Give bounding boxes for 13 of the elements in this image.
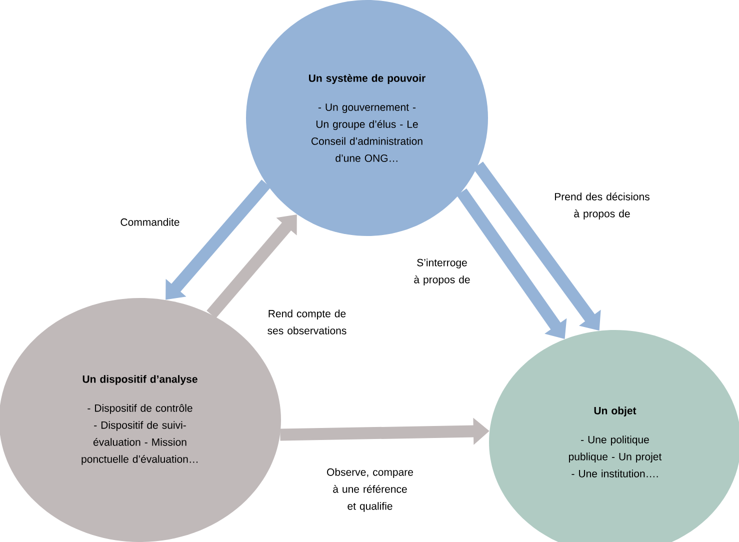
- edge-label: Rend compte de ses observations: [268, 310, 346, 334]
- node-label: Un système de pouvoir: [308, 74, 426, 84]
- node-label: - Dispositif de contrôle - Dispositif de suivi-évaluation - Mission ponctuelle d’évaluation…: [82, 404, 198, 465]
- edge-label: S’interroge à propos de: [414, 258, 470, 286]
- node-label: - Un gouvernement - Un groupe d’élus - Le Conseil d’administration d’une ONG…: [312, 104, 422, 162]
- node-label: Un dispositif d’analyse: [82, 375, 198, 385]
- node-label: - Une politique publique - Un projet - Une institution….: [568, 436, 662, 478]
- edge-label: Prend des décisions à propos de: [555, 192, 650, 220]
- edge-label: Commandite: [120, 218, 180, 226]
- node-label: Un objet: [594, 406, 636, 416]
- edge-label: Observe, compare à une référence et qualifie: [327, 468, 413, 512]
- block-arrow: [206, 214, 297, 318]
- circle: [246, 0, 488, 236]
